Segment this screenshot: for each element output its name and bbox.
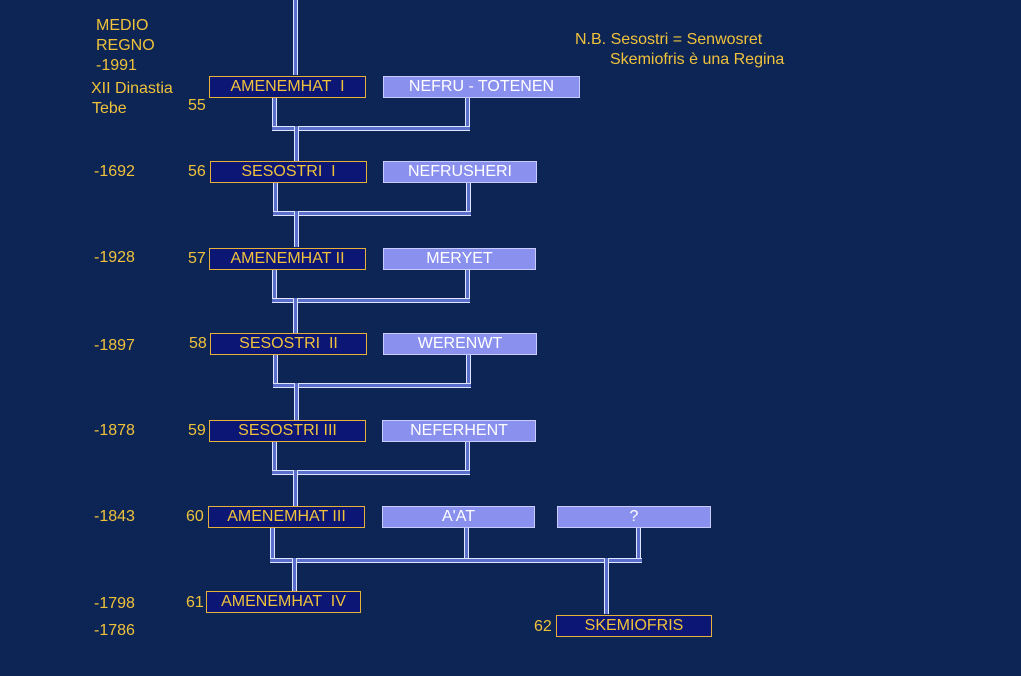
queen-a-at: A'AT xyxy=(382,506,535,528)
connector-line xyxy=(604,558,609,614)
connector-line xyxy=(465,270,470,302)
pharaoh-amenemhat-iv: AMENEMHAT IV xyxy=(206,591,361,613)
capital-label: Tebe xyxy=(92,100,127,117)
connector-line xyxy=(636,528,641,562)
year-label: -1878 xyxy=(94,422,135,439)
connector-line xyxy=(270,528,275,562)
connector-line xyxy=(293,0,298,75)
pharaoh-number: 57 xyxy=(188,250,206,267)
queen-unknown: ? xyxy=(557,506,711,528)
connector-line xyxy=(272,270,277,302)
connector-line xyxy=(272,98,277,130)
connector-line xyxy=(465,98,470,130)
connector-line xyxy=(272,298,470,303)
connector-line xyxy=(294,211,299,247)
connector-line xyxy=(272,442,277,474)
connector-line xyxy=(273,355,278,387)
connector-line xyxy=(294,126,299,161)
queen-nefru-totenen: NEFRU - TOTENEN xyxy=(383,76,580,98)
queen-werenwt: WERENWT xyxy=(383,333,537,355)
connector-line xyxy=(273,183,278,215)
year-label: -1798 xyxy=(94,595,135,612)
connector-line xyxy=(293,298,298,333)
connector-line xyxy=(293,470,298,506)
connector-line xyxy=(292,558,297,591)
queen-nefrusheri: NEFRUSHERI xyxy=(383,161,537,183)
connector-line xyxy=(270,558,642,563)
pharaoh-skemiofris: SKEMIOFRIS xyxy=(556,615,712,637)
connector-line xyxy=(466,183,471,215)
note-sesostri: N.B. Sesostri = Senwosret xyxy=(575,31,763,48)
pharaoh-number: 55 xyxy=(188,97,206,114)
connector-line xyxy=(273,211,471,216)
year-label: -1843 xyxy=(94,508,135,525)
pharaoh-amenemhat-i: AMENEMHAT I xyxy=(209,76,366,98)
era-label-regno: REGNO xyxy=(96,37,155,54)
note-skemiofris: Skemiofris è una Regina xyxy=(610,51,785,68)
year-label: -1786 xyxy=(94,622,135,639)
pharaoh-sesostri-i: SESOSTRI I xyxy=(210,161,367,183)
pharaoh-sesostri-ii: SESOSTRI II xyxy=(210,333,367,355)
era-start-year: -1991 xyxy=(96,57,137,74)
connector-line xyxy=(465,442,470,474)
year-label: -1897 xyxy=(94,337,135,354)
pharaoh-number: 56 xyxy=(188,163,206,180)
year-label: -1692 xyxy=(94,163,135,180)
pharaoh-sesostri-iii: SESOSTRI III xyxy=(209,420,366,442)
pharaoh-number: 61 xyxy=(186,594,204,611)
connector-line xyxy=(272,470,470,475)
connector-line xyxy=(272,126,470,131)
dynasty-label: XII Dinastia xyxy=(91,80,173,97)
pharaoh-number: 59 xyxy=(188,422,206,439)
connector-line xyxy=(294,383,299,420)
pharaoh-number: 60 xyxy=(186,508,204,525)
queen-meryet: MERYET xyxy=(383,248,536,270)
pharaoh-amenemhat-ii: AMENEMHAT II xyxy=(209,248,366,270)
year-label: -1928 xyxy=(94,249,135,266)
pharaoh-amenemhat-iii: AMENEMHAT III xyxy=(208,506,365,528)
pharaoh-number: 62 xyxy=(534,618,552,635)
queen-neferhent: NEFERHENT xyxy=(382,420,536,442)
era-label-medio: MEDIO xyxy=(96,17,149,34)
connector-line xyxy=(466,355,471,387)
pharaoh-number: 58 xyxy=(189,335,207,352)
connector-line xyxy=(273,383,471,388)
connector-line xyxy=(464,528,469,562)
